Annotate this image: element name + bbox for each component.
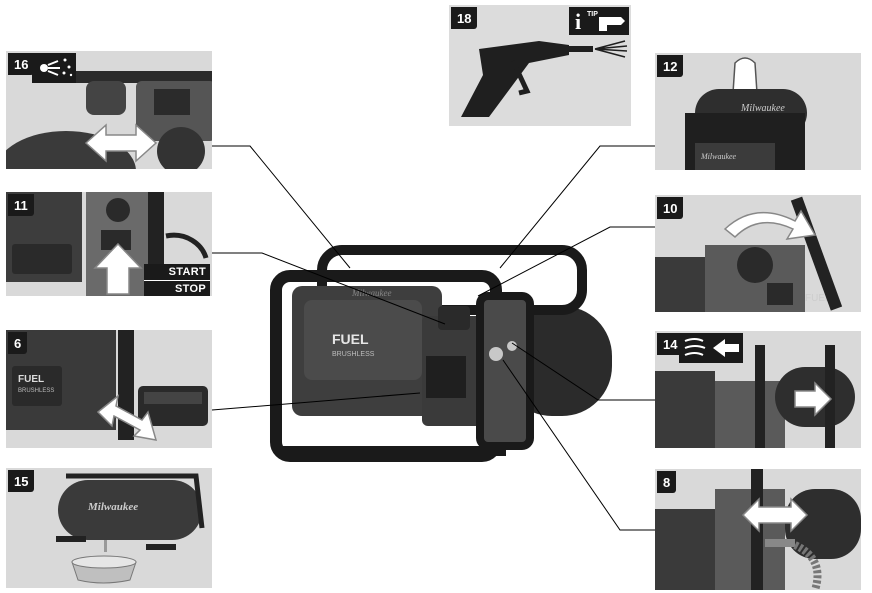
brand-text: FUEL	[805, 293, 831, 304]
carry-illustration: Milwaukee Milwaukee	[685, 57, 807, 170]
start-label: START	[144, 264, 210, 280]
step-number: 11	[8, 194, 34, 216]
panel-12: 12 Milwaukee Milwaukee	[655, 53, 861, 170]
step-number: 18	[451, 7, 478, 29]
drain-illustration: Milwaukee	[56, 473, 205, 584]
brand-text: FUEL	[332, 331, 369, 347]
pressure-knob-illustration: FUEL	[655, 196, 843, 312]
step-number: 10	[657, 197, 684, 219]
panel-16: 16	[6, 51, 212, 169]
brand-text: Milwaukee	[87, 501, 138, 513]
air-tank-illustration	[655, 345, 855, 448]
step-number: 14	[657, 333, 684, 355]
step-number: 15	[8, 470, 35, 492]
stop-label: STOP	[144, 280, 210, 296]
step-number: 12	[657, 55, 684, 77]
panel-14: 14	[655, 331, 861, 448]
brand-subtext: BRUSHLESS	[332, 351, 375, 358]
panel-10: 10 FUEL	[655, 195, 861, 312]
air-flow-icon	[679, 333, 743, 363]
panel-18: 18 i TIP	[449, 5, 631, 126]
battery-illustration: FUEL BRUSHLESS	[6, 330, 208, 441]
step-number: 16	[8, 53, 35, 75]
filter-illustration	[6, 71, 212, 169]
dust-clean-icon	[32, 53, 76, 83]
brand-text: FUEL	[18, 374, 44, 385]
panel-6: 6 FUEL BRUSHLESS	[6, 330, 212, 448]
start-stop-label: START STOP	[144, 264, 210, 296]
brand-subtext: BRUSHLESS	[18, 388, 54, 394]
blow-gun-illustration	[461, 40, 628, 117]
hose-connect-illustration	[655, 469, 861, 590]
brand-text-small: Milwaukee	[700, 152, 737, 161]
tank-brand-text: Milwaukee	[351, 288, 392, 298]
step-number: 6	[8, 332, 28, 354]
panel-8: 8	[655, 469, 861, 590]
panel-15: 15 Milwaukee	[6, 468, 212, 588]
compressor-main-illustration: FUEL BRUSHLESS Milwaukee	[270, 245, 612, 462]
panel-11: 11 START STOP	[6, 192, 212, 296]
info-hand-icon: i TIP	[569, 7, 629, 35]
brand-text: Milwaukee	[740, 103, 785, 114]
tip-label: TIP	[587, 11, 598, 18]
step-number: 8	[657, 471, 677, 493]
